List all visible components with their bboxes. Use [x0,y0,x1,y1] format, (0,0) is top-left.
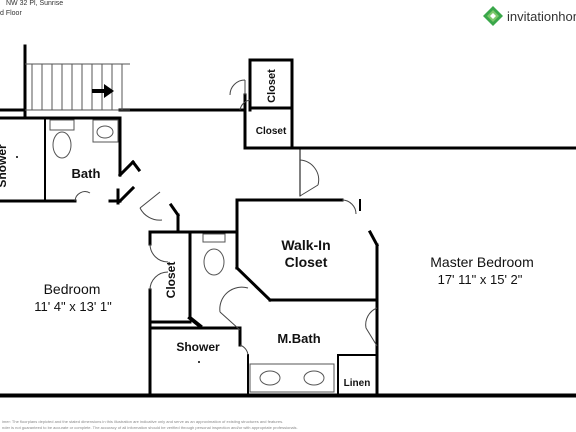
walls [0,44,576,398]
disclaimer-line1: imer: The floorplans depicted and the st… [2,419,284,424]
bath-label: Bath [72,166,101,181]
brand-diamond-icon [483,6,503,26]
drain-icon [16,156,18,158]
master-dims-label: 17' 11" x 15' 2" [438,272,523,287]
address-text: NW 32 Pl, Sunrise [6,0,64,7]
header-top-fragment: - [0,0,2,4]
disclaimer-line2: nder is not guaranteed to be accurate or… [2,425,298,430]
linen-label: Linen [344,378,371,389]
stairs [25,63,130,111]
closet-upper-label: Closet [256,126,287,137]
master-name-label: Master Bedroom [430,254,533,270]
walkin-line2-label: Closet [285,254,328,270]
closet-bedroom-label: Closet [164,262,178,299]
door-swings [74,79,378,356]
shower-left-label: Shower [0,144,9,188]
shower-drains [16,156,200,363]
toilet-icon-2 [203,248,225,276]
bedroom-name-label: Bedroom [44,281,101,297]
closet-top-label: Closet [266,69,278,103]
disclaimer: imer: The floorplans depicted and the st… [2,419,298,431]
brand-name: invitationhom [507,8,576,24]
mbath-label: M.Bath [277,331,320,346]
bath-fixtures [49,119,335,393]
bedroom-dims-label: 11' 4" x 13' 1" [34,299,112,314]
sink-right-icon [303,370,325,386]
sink-left-icon [259,370,281,386]
drain-icon-2 [198,361,200,363]
floor-label: d Floor [0,10,22,17]
brand-logo[interactable]: invitationhom [482,4,576,28]
shower-bottom-label: Shower [176,340,220,354]
walkin-line1-label: Walk-In [281,237,330,253]
room-labels: Shower Bath Closet Closet Closet Walk-In… [0,69,534,389]
stair-arrow-icon [92,84,114,98]
toilet-icon [52,131,72,159]
